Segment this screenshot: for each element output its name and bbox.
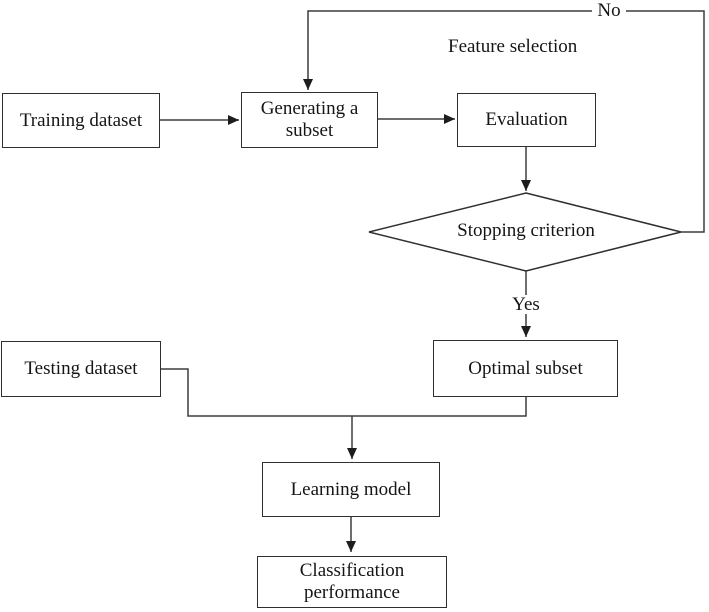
connector-optimal-to-junction (352, 397, 527, 417)
node-classification-performance: Classification performance (257, 556, 447, 608)
node-optimal-subset-label: Optimal subset (468, 357, 583, 379)
node-generating-subset-label: Generating a subset (260, 98, 359, 141)
node-evaluation: Evaluation (457, 93, 596, 147)
node-evaluation-label: Evaluation (485, 109, 568, 131)
arrow-no-feedback-loop (303, 10, 705, 233)
edge-label-no: No (592, 1, 626, 20)
node-training-dataset: Training dataset (2, 93, 160, 148)
node-training-dataset-label: Training dataset (19, 109, 143, 131)
diagram-caption: Feature selection (448, 36, 578, 57)
node-optimal-subset: Optimal subset (433, 340, 618, 397)
node-stopping-criterion-shape (368, 192, 682, 272)
node-stopping-criterion-label: Stopping criterion (457, 220, 595, 241)
node-learning-model: Learning model (262, 462, 440, 517)
node-classification-performance-label: Classification performance (299, 560, 405, 603)
node-generating-subset: Generating a subset (241, 92, 378, 148)
connector-testing-to-junction (161, 368, 352, 417)
node-learning-model-label: Learning model (290, 478, 412, 500)
node-testing-dataset-label: Testing dataset (24, 358, 138, 380)
node-testing-dataset: Testing dataset (1, 341, 161, 397)
edge-label-yes: Yes (505, 295, 547, 314)
